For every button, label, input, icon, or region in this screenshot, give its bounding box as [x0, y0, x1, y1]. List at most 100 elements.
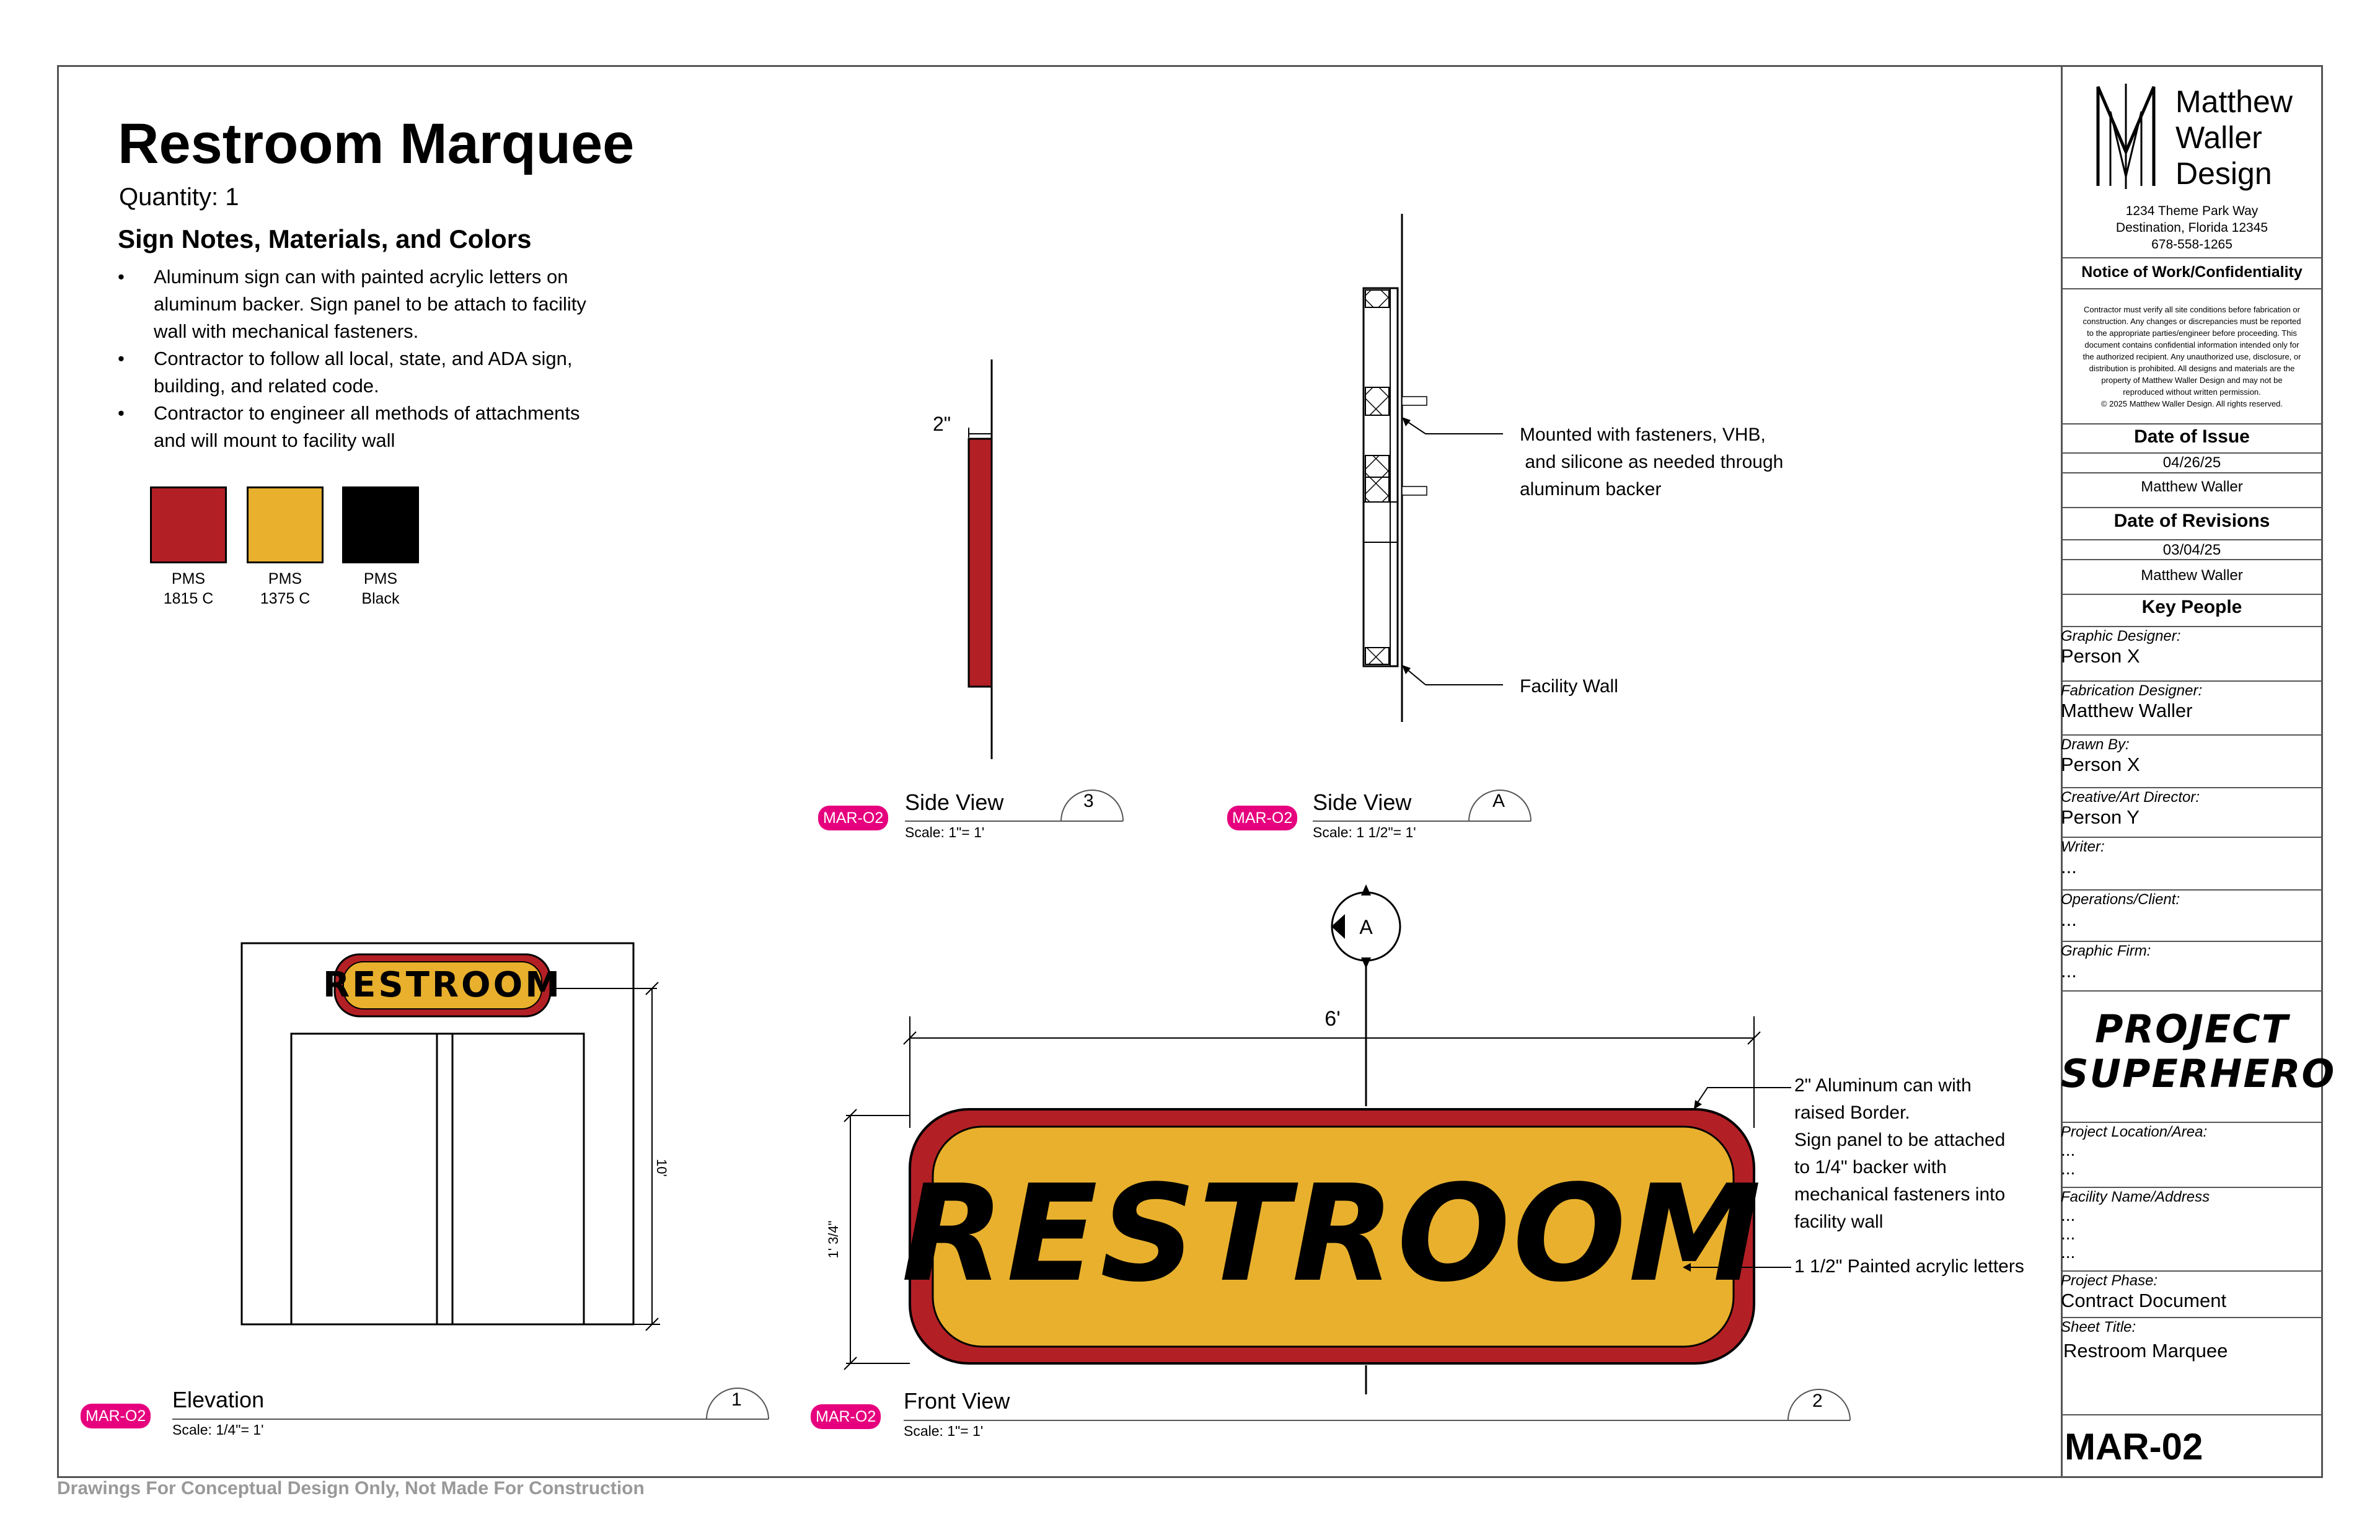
- facility-value: ...: [2061, 1224, 2076, 1243]
- divider: [2061, 423, 2323, 425]
- sign-field: [932, 1125, 1735, 1348]
- note-text: Contractor to engineer all methods of at…: [154, 402, 580, 451]
- divider: [2061, 889, 2323, 891]
- height-dimension-label: 10': [654, 1159, 669, 1177]
- divider: [2061, 1187, 2323, 1188]
- divider: [2061, 559, 2323, 560]
- sheet-title-label: Sheet Title:: [2061, 1319, 2136, 1335]
- notice-line: property of Matthew Waller Design and ma…: [2101, 376, 2283, 385]
- issue-heading: Date of Issue: [2134, 426, 2250, 447]
- sheet-title-info: Sheet Title: Restroom Marquee: [2061, 1319, 2323, 1362]
- depth-dimension-label: 2": [933, 413, 951, 435]
- person-name: Person Y: [2061, 806, 2140, 828]
- notice-line: Contractor must verify all site conditio…: [2084, 305, 2300, 314]
- dimension-tick: [1747, 1031, 1761, 1045]
- leader-line: [1695, 1087, 1791, 1107]
- blocking-hatch: [1365, 387, 1390, 416]
- blocking-hatch: [1365, 647, 1390, 665]
- fastener: [1401, 396, 1427, 406]
- revision-date: 03/04/25: [2162, 542, 2221, 558]
- can-note-line: 2" Aluminum can with: [1794, 1075, 1972, 1096]
- divider: [2061, 472, 2323, 473]
- view-title: Side View: [905, 790, 1004, 815]
- letters-note: 1 1/2" Painted acrylic letters: [1794, 1256, 2024, 1277]
- person-entry: Graphic Designer:Person X: [2061, 628, 2323, 667]
- swatch-label-line: Black: [361, 590, 400, 607]
- facility-label: Facility Name/Address: [2061, 1189, 2210, 1205]
- project-location: Project Location/Area: ... ...: [2061, 1124, 2323, 1178]
- person-name: ...: [2061, 909, 2077, 930]
- divider: [2061, 626, 2323, 627]
- revision-by: Matthew Waller: [2141, 567, 2243, 584]
- leader-arrow: [1683, 1263, 1691, 1272]
- sheet-number: MAR-02: [2065, 1426, 2203, 1467]
- divider: [2061, 288, 2323, 289]
- can-note-line: to 1/4" backer with: [1794, 1157, 1947, 1177]
- sheet-title: Restroom Marquee: [118, 112, 635, 175]
- height-dimension-label: 1' 3/4": [826, 1221, 841, 1259]
- can-note: 2" Aluminum can with raised Border. Sign…: [1794, 1072, 2005, 1236]
- notice-heading: Notice of Work/Confidentiality: [2081, 263, 2303, 281]
- view-title: Side View: [1313, 790, 1412, 815]
- note-text: Contractor to follow all local, state, a…: [154, 348, 573, 397]
- facility-value: ...: [2061, 1205, 2076, 1225]
- note-item: •Contractor to follow all local, state, …: [118, 345, 614, 400]
- person-entry: Fabrication Designer:Matthew Waller: [2061, 682, 2323, 722]
- view-scale: Scale: 1/4"= 1': [172, 1422, 264, 1438]
- mini-sign-field: [343, 961, 542, 1010]
- swatch-label: PMS 1815 C: [139, 569, 238, 609]
- side-view-a-drawing: [1362, 214, 1503, 722]
- swatch-label-line: PMS: [268, 570, 302, 587]
- person-entry: Operations/Client:...: [2061, 891, 2323, 931]
- leader-arrow: [1694, 1100, 1702, 1109]
- notes-heading: Sign Notes, Materials, and Colors: [118, 224, 532, 253]
- view-number: 3: [1083, 791, 1094, 811]
- notice-line: distribution is prohibited. All designs …: [2089, 364, 2295, 373]
- person-role: Fabrication Designer:: [2061, 682, 2203, 699]
- view-badge: MAR-O2: [1227, 806, 1298, 830]
- divider: [2061, 1270, 2323, 1272]
- view-scale: Scale: 1 1/2"= 1': [1313, 824, 1416, 840]
- person-entry: Graphic Firm:...: [2061, 943, 2323, 982]
- company-name-line: Design: [2175, 156, 2272, 191]
- person-role: Graphic Designer:: [2061, 628, 2181, 645]
- swatch-label: PMS 1375 C: [236, 569, 335, 609]
- person-name: Person X: [2061, 645, 2140, 667]
- section-marker-label: A: [1359, 916, 1373, 938]
- view-title: Front View: [904, 1388, 1010, 1414]
- blocking-hatch: [1365, 477, 1390, 503]
- can-note-line: raised Border.: [1794, 1102, 1910, 1123]
- location-value: ...: [2061, 1159, 2076, 1178]
- person-role: Creative/Art Director:: [2061, 789, 2200, 806]
- swatch-label-line: 1815 C: [163, 590, 214, 607]
- person-name: ...: [2061, 960, 2077, 982]
- leader-arrow: [1402, 417, 1411, 426]
- view-number-circle: [1060, 790, 1124, 822]
- person-role: Operations/Client:: [2061, 891, 2180, 908]
- divider: [2061, 257, 2323, 258]
- notice-text: Contractor must verify all site conditio…: [2061, 304, 2323, 410]
- facility-value: ...: [2061, 1243, 2076, 1262]
- notice-line: © 2025 Matthew Waller Design. All rights…: [2100, 399, 2283, 408]
- can-note-line: facility wall: [1794, 1212, 1884, 1232]
- person-entry: Drawn By:Person X: [2061, 736, 2323, 776]
- notice-line: the authorized recipient. Any unauthoriz…: [2082, 352, 2301, 361]
- mini-sign-text: RESTROOM: [323, 965, 562, 1005]
- divider: [2061, 1414, 2323, 1415]
- view-title: Elevation: [172, 1387, 265, 1412]
- view-badge: MAR-O2: [81, 1404, 151, 1428]
- blocking-hatch: [1365, 455, 1390, 478]
- view-number-circle: [706, 1388, 769, 1420]
- facility-wall-note: Facility Wall: [1520, 676, 1618, 697]
- view-number: A: [1492, 791, 1505, 811]
- swatch-label-line: PMS: [171, 570, 206, 587]
- divider: [2061, 941, 2323, 942]
- mount-note-line: aluminum backer: [1520, 479, 1662, 499]
- blocking-hatch: [1365, 289, 1390, 308]
- color-swatch-black: [342, 486, 419, 563]
- dimension-tick: [645, 982, 659, 995]
- view-scale: Scale: 1"= 1': [904, 1423, 984, 1439]
- project-logo-line: SUPERHERO: [2061, 1051, 2336, 1096]
- swatch-label-line: 1375 C: [260, 590, 311, 607]
- view-number-circle: [1468, 790, 1532, 822]
